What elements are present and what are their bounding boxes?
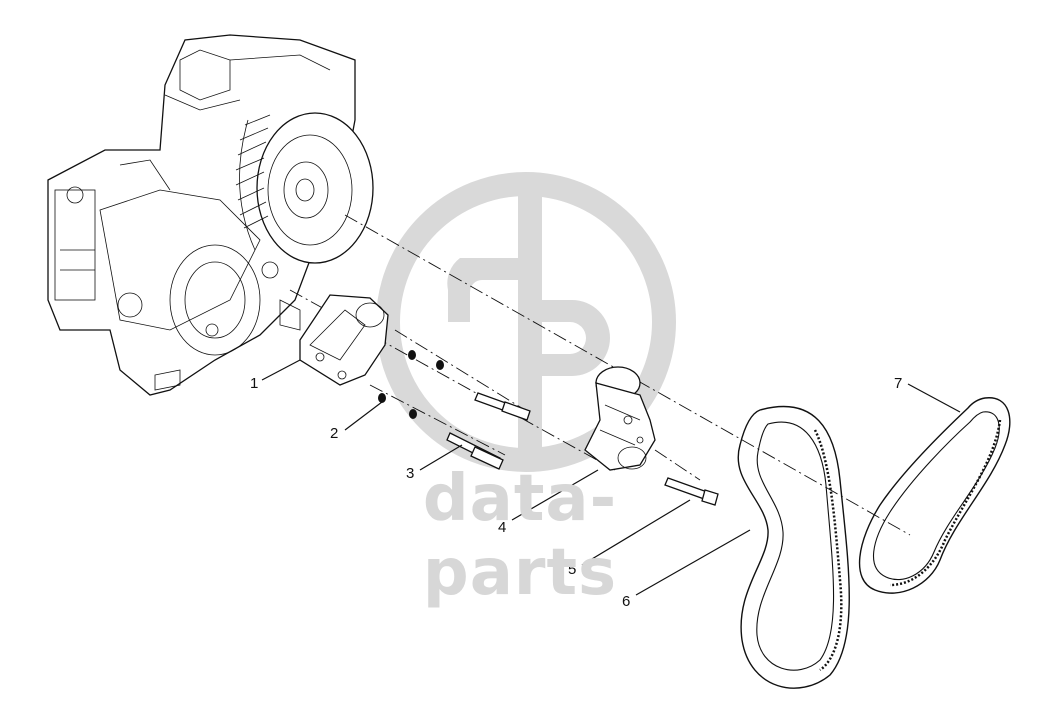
belt-tensioner [584, 366, 656, 471]
fan-pulley [235, 112, 374, 264]
callout-6: 6 [622, 593, 630, 610]
bolts [446, 392, 531, 470]
serpentine-belt [737, 405, 850, 689]
washers [378, 350, 444, 419]
callout-2: 2 [330, 425, 338, 442]
leader-lines [261, 359, 961, 596]
tensioner-housing [299, 294, 389, 386]
callout-7: 7 [894, 375, 902, 392]
callout-5: 5 [568, 561, 576, 578]
callout-3: 3 [406, 465, 414, 482]
watermark-text: data-parts [422, 462, 618, 610]
callout-1: 1 [250, 375, 258, 392]
long-bolt [664, 477, 719, 506]
callout-4: 4 [498, 519, 506, 536]
short-belt [858, 397, 1011, 594]
